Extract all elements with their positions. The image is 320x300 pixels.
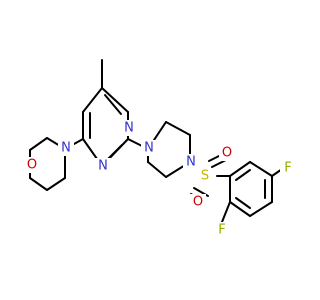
piperazine-nitrogen-4-label: N: [186, 155, 196, 170]
sulfonyl-upper-o-label-bg: [219, 145, 235, 161]
morpholine-o-label-bg: [24, 157, 40, 173]
bond-benzene-c2-c3: [249, 161, 273, 177]
morpholine-nitrogen-label: N: [61, 141, 71, 156]
sulfonyl-s-label-bg: [197, 168, 213, 184]
molecule-canvas: O N N N N N S O O F F: [24, 59, 296, 238]
fluorine-top-label-bg: [280, 160, 296, 176]
piperazine-n4-label-bg: [183, 154, 199, 170]
bond-pyrimidine-inner-3: [107, 144, 123, 160]
bond-pyrimidine-n1-c6: [101, 87, 129, 113]
pyrimidine-n1-label-bg: [121, 120, 137, 136]
bond-piperazine-c2-c3: [165, 121, 191, 136]
pyrimidine-n3-label-bg: [95, 158, 111, 174]
piperazine-nitrogen-1-label: N: [144, 141, 154, 156]
bond-benzene-c5-c6: [229, 201, 251, 217]
bond-pyrimidine-c6-c5: [82, 87, 103, 113]
bond-fluorine-bottom: [221, 201, 231, 223]
bond-morpholine-c5-c6: [46, 177, 66, 191]
bond-benzene-inner-1: [235, 169, 251, 181]
bond-sulfonyl-upper-o-double: [211, 159, 227, 168]
bond-benzene-inner-3: [235, 197, 251, 209]
sulfonyl-sulfur-label: S: [201, 169, 209, 184]
morpholine-n-label-bg: [58, 140, 74, 156]
bond-piperazine-c5-c6: [147, 161, 167, 178]
pyrimidine-nitrogen-3-label: N: [98, 159, 108, 174]
bond-benzene-c1-c2: [229, 161, 251, 177]
piperazine-n1-label-bg: [141, 140, 157, 156]
morpholine-oxygen-label: O: [27, 158, 37, 173]
fluorine-bottom-label-bg: [214, 222, 230, 238]
sulfonyl-lower-oxygen-label: O: [193, 195, 203, 210]
bond-benzene-c4-c5: [249, 201, 273, 217]
fluorine-bottom-label: F: [218, 223, 225, 238]
bond-morpholine-o-c5: [29, 177, 48, 191]
pyrimidine-nitrogen-1-label: N: [124, 121, 134, 136]
sulfonyl-upper-oxygen-label: O: [222, 146, 232, 161]
bond-morpholine-c2-c3: [29, 137, 48, 151]
sulfonyl-lower-o-label-bg: [190, 194, 206, 210]
fluorine-top-label: F: [284, 161, 291, 176]
bond-pyrimidine-inner-2: [104, 94, 122, 115]
molecule-structure: O N N N N N S O O F F: [24, 59, 296, 238]
